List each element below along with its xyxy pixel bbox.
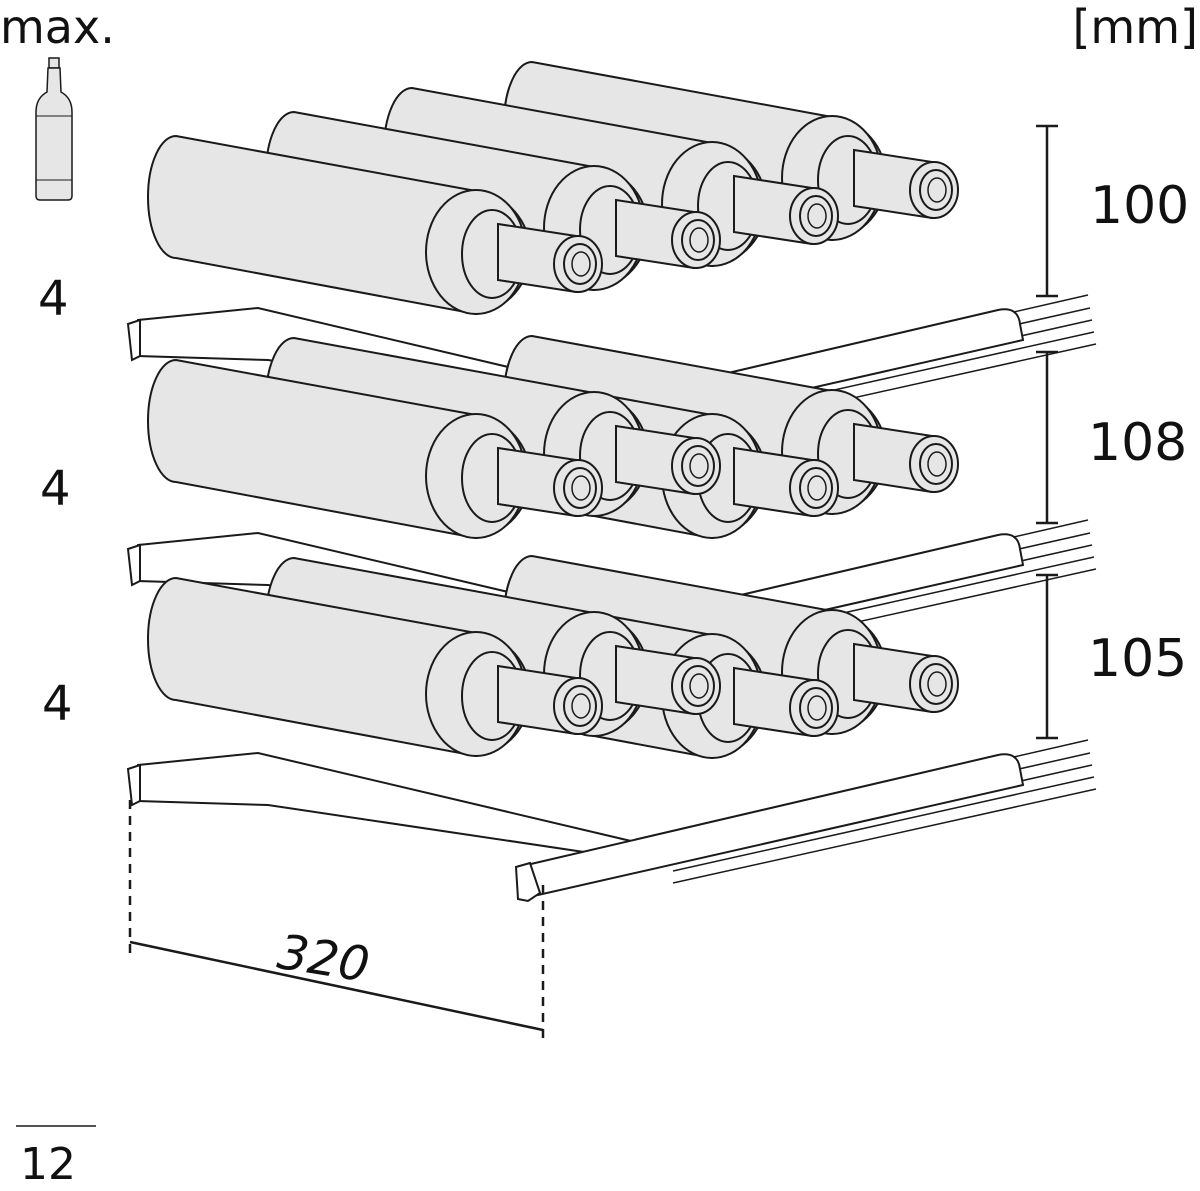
shelf-level-3: [127, 555, 1097, 902]
shelf-rack: [127, 739, 1097, 902]
depth-dimension: [128, 800, 545, 1042]
shelf-height-label: 108: [1088, 413, 1188, 473]
height-dimension-brackets: [1036, 124, 1058, 740]
shelf-bottle-count: 4: [38, 271, 69, 327]
wine-bottle-icon: [35, 57, 73, 201]
shelf-bottle-count: 4: [40, 461, 71, 517]
shelf-height-label: 105: [1088, 629, 1188, 689]
page-number: 12: [20, 1139, 76, 1190]
shelf-bottle-count: 4: [42, 676, 73, 732]
depth-label: 320: [273, 924, 374, 994]
max-label: max.: [0, 0, 115, 54]
unit-label: [mm]: [1072, 0, 1198, 54]
shelf-height-label: 100: [1090, 176, 1190, 236]
